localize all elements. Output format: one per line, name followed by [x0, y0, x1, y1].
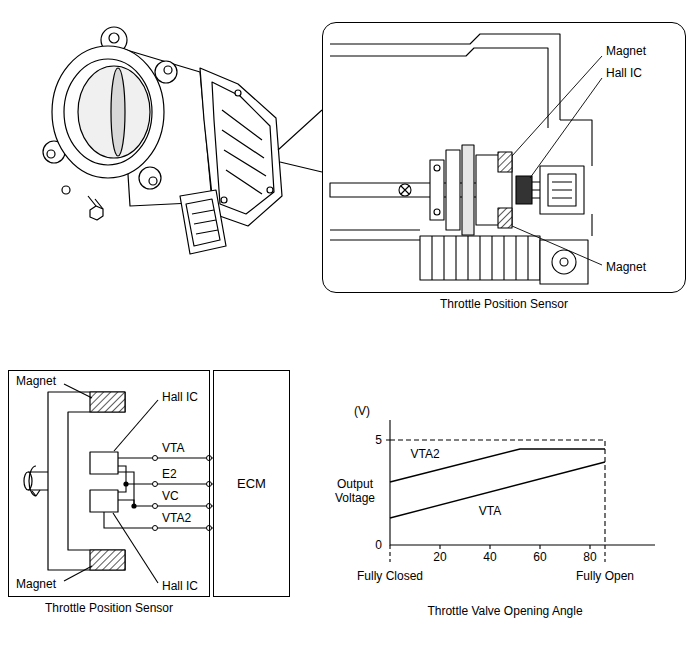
tick-label: 60: [533, 551, 546, 565]
part-label: Magnet: [606, 45, 646, 59]
junction-dots: [123, 481, 136, 508]
sensor-cutaway: [330, 34, 592, 284]
sensor-schematic: [24, 392, 125, 570]
part-label: Magnet: [16, 375, 56, 389]
tick-label: 20: [433, 551, 446, 565]
axis-end-label: Fully Closed: [357, 570, 423, 584]
signal-wires: [64, 384, 213, 583]
part-label: Magnet: [16, 578, 56, 592]
axis-end-label: Fully Open: [576, 570, 634, 584]
axis-unit: (V): [354, 405, 370, 419]
axis-label: Output Voltage: [329, 478, 381, 506]
tick-label: 80: [583, 551, 596, 565]
tick-label: 0: [375, 539, 382, 553]
caption: Throttle Position Sensor: [323, 298, 685, 312]
caption: Throttle Position Sensor: [9, 602, 209, 616]
signal-name: VTA: [162, 442, 184, 456]
tick-label: 40: [483, 551, 496, 565]
throttle-body: [43, 27, 282, 254]
part-label: Hall IC: [162, 391, 198, 405]
callout-box: Throttle Position Sensor: [322, 22, 686, 293]
signal-name: E2: [162, 468, 177, 482]
callout-leader: [278, 110, 322, 172]
voltage-chart: [386, 420, 655, 562]
signal-name: VTA2: [162, 512, 191, 526]
terminals: [153, 456, 212, 531]
ecm-box: ECM: [213, 370, 290, 597]
part-label: Magnet: [606, 261, 646, 275]
signal-name: VC: [162, 490, 179, 504]
part-label: Hall IC: [162, 580, 198, 594]
box-label: ECM: [237, 476, 266, 491]
tick-label: 5: [375, 434, 382, 448]
series-label: VTA2: [410, 448, 439, 462]
axis-title: Throttle Valve Opening Angle: [427, 605, 582, 619]
leader-lines: [512, 56, 602, 265]
series-label: VTA: [479, 505, 501, 519]
part-label: Hall IC: [606, 67, 642, 81]
